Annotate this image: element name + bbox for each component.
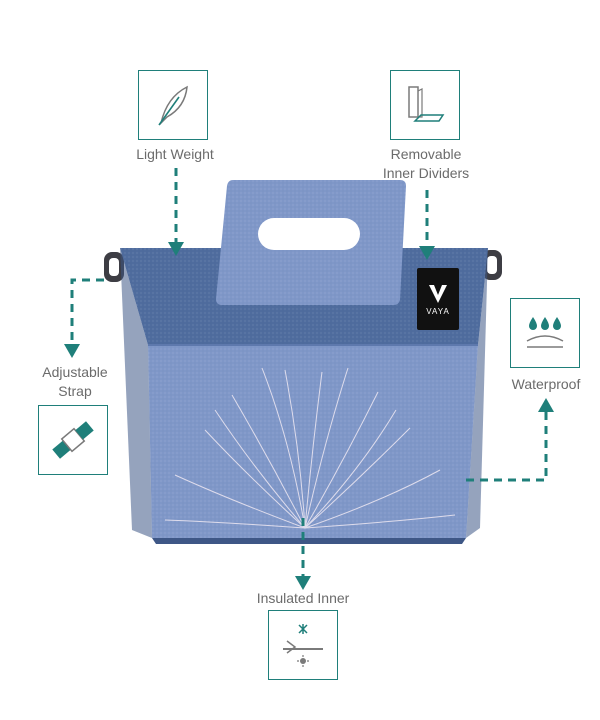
brand-tag: VAYA (417, 268, 459, 330)
insulated-icon-box (268, 610, 338, 680)
feather-icon (158, 85, 188, 126)
arrowhead-dividers (419, 246, 435, 260)
strap-label: Adjustable Strap (20, 363, 130, 401)
brand-tag-text: VAYA (426, 306, 450, 316)
arrowhead-insulated (295, 576, 311, 590)
left-strap-ring (104, 252, 124, 282)
light-weight-label: Light Weight (136, 146, 214, 162)
strap-label-line1: Adjustable (42, 364, 108, 380)
insulated-label: Insulated Inner (256, 590, 350, 606)
strap-buckle-icon (52, 421, 94, 459)
dividers-icon-box (390, 70, 460, 140)
arrowhead-strap (64, 344, 80, 358)
bag-handle-flap (216, 180, 406, 305)
arrowhead-waterproof (538, 398, 554, 412)
snow-sun-insulation-icon (283, 624, 323, 667)
arrowhead-light-weight (168, 242, 184, 256)
connector-strap (70, 278, 104, 348)
waterproof-label: Waterproof (511, 376, 581, 392)
dividers-label-line2: Inner Dividers (382, 165, 470, 181)
light-weight-icon-box (138, 70, 208, 140)
strap-icon-box (38, 405, 108, 475)
water-drops-icon (526, 317, 564, 348)
dividers-label: Removable Inner Dividers (360, 145, 492, 183)
dividers-label-line1: Removable (390, 146, 462, 162)
starburst-stitching (164, 367, 456, 529)
divider-panels-icon (408, 86, 445, 122)
strap-label-line2: Strap (58, 383, 92, 399)
waterproof-icon-box (510, 298, 580, 368)
connector-waterproof (466, 410, 548, 482)
vaya-logo-icon (429, 284, 447, 303)
